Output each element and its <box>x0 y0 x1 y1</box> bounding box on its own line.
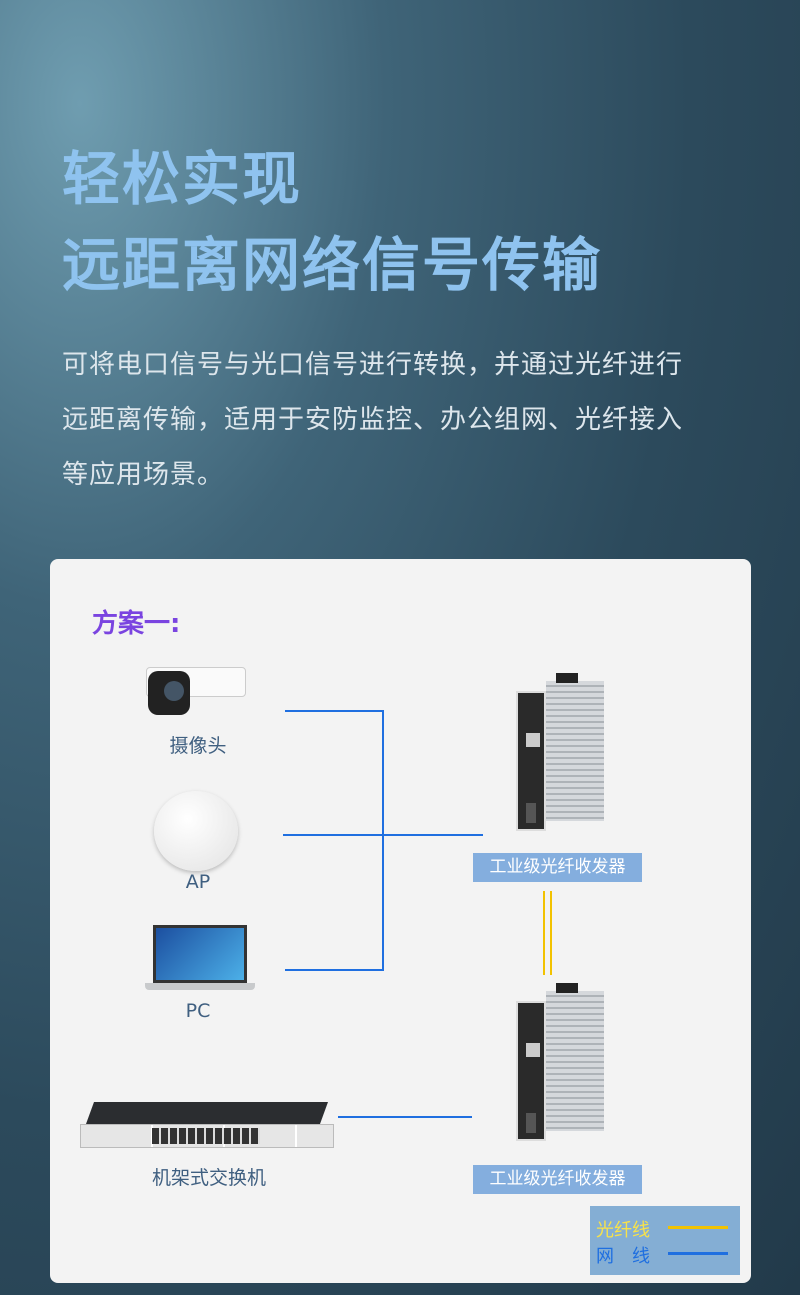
media-converter-icon <box>516 673 604 831</box>
trunk-cable <box>382 710 384 971</box>
converter-bottom-label: 工业级光纤收发器 <box>473 1165 642 1194</box>
access-point-icon <box>154 791 238 871</box>
legend-fiber-swatch <box>668 1226 728 1229</box>
description: 可将电口信号与光口信号进行转换，并通过光纤进行远距离传输，适用于安防监控、办公组… <box>62 350 684 490</box>
fiber-cable-1 <box>543 891 545 975</box>
switch-cable <box>338 1116 472 1118</box>
legend-fiber-label: 光纤线 <box>596 1220 650 1241</box>
camera-label: 摄像头 <box>169 735 227 757</box>
legend: 光纤线 网 线 <box>590 1206 740 1275</box>
legend-network-label: 网 线 <box>596 1246 650 1267</box>
title-line-1: 轻松实现 <box>62 145 303 213</box>
media-converter-icon <box>516 983 604 1141</box>
legend-network-swatch <box>668 1252 728 1255</box>
fiber-cable-2 <box>550 891 552 975</box>
pc-label: PC <box>185 1000 211 1022</box>
rack-switch-icon <box>80 1102 334 1148</box>
pc-cable <box>285 969 383 971</box>
converter-top-label: 工业级光纤收发器 <box>473 853 642 882</box>
laptop-icon <box>145 925 255 991</box>
camera-cable <box>285 710 383 712</box>
ap-label: AP <box>185 871 211 893</box>
plan-label: 方案一: <box>92 609 181 639</box>
diagram-card: 方案一: 摄像头 AP PC 机架式交换机 工业级光纤收发器 工业级光纤收发器 … <box>50 559 751 1283</box>
title-line-2: 远距离网络信号传输 <box>62 231 603 299</box>
camera-icon <box>146 667 246 719</box>
switch-label: 机架式交换机 <box>151 1167 266 1189</box>
